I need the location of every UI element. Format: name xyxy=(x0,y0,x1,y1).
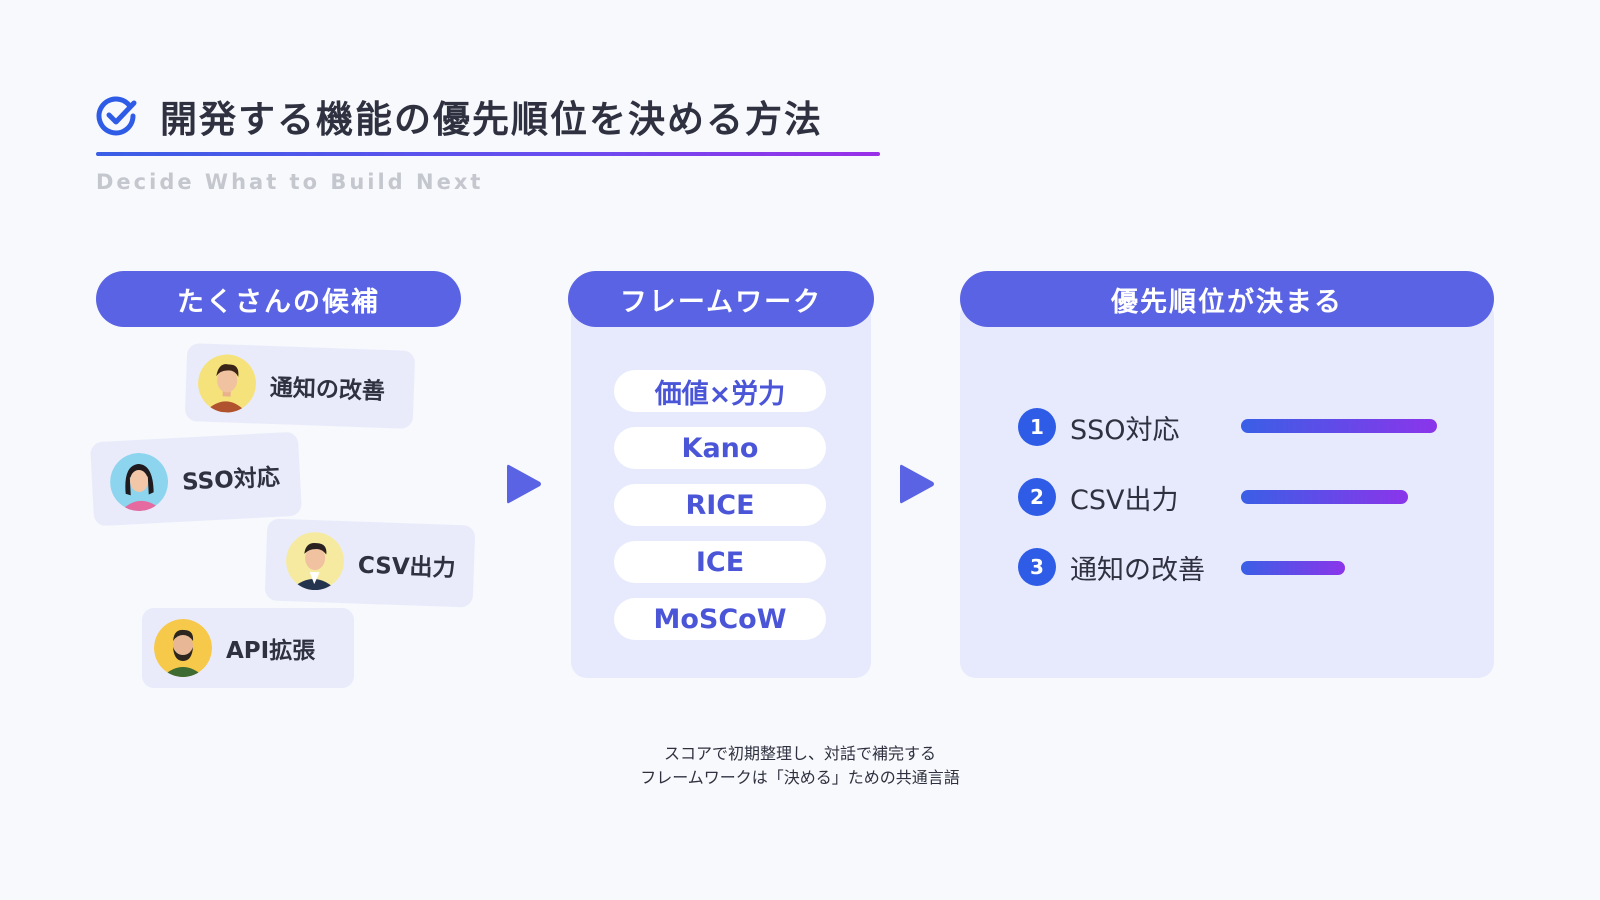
avatar xyxy=(285,531,345,591)
framework-chip: Kano xyxy=(614,427,826,469)
rank-label: SSO対応 xyxy=(1070,414,1180,446)
rank-label: 通知の改善 xyxy=(1070,554,1205,586)
rank-row: 1 SSO対応 xyxy=(1018,407,1180,447)
title-underline xyxy=(96,152,880,156)
rank-row: 3 通知の改善 xyxy=(1018,547,1205,587)
page-subtitle: Decide What to Build Next xyxy=(96,170,484,194)
candidate-label: CSV出力 xyxy=(357,552,456,582)
framework-chip: RICE xyxy=(614,484,826,526)
candidate-card: CSV出力 xyxy=(264,518,476,608)
candidate-label: API拡張 xyxy=(226,638,316,664)
framework-header: フレームワーク xyxy=(568,271,874,327)
candidate-card: 通知の改善 xyxy=(184,343,416,429)
candidate-label: SSO対応 xyxy=(181,464,281,496)
caption: スコアで初期整理し、対話で補完する フレームワークは「決める」ための共通言語 xyxy=(0,742,1600,790)
check-circle-icon xyxy=(96,96,137,136)
framework-chip: MoSCoW xyxy=(614,598,826,640)
rank-label: CSV出力 xyxy=(1070,484,1179,516)
result-header: 優先順位が決まる xyxy=(960,271,1494,327)
rank-number-badge: 3 xyxy=(1018,548,1056,586)
caption-line: スコアで初期整理し、対話で補完する xyxy=(663,744,936,763)
candidate-card: SSO対応 xyxy=(89,431,303,527)
framework-chip: 価値×労力 xyxy=(614,370,826,412)
title-block: 開発する機能の優先順位を決める方法 Decide What to Build N… xyxy=(96,88,880,194)
candidate-label: 通知の改善 xyxy=(269,374,386,405)
caption-line: フレームワークは「決める」ための共通言語 xyxy=(640,768,960,787)
framework-chip: ICE xyxy=(614,541,826,583)
flow-arrow-icon xyxy=(900,464,934,504)
title-row: 開発する機能の優先順位を決める方法 xyxy=(96,88,880,144)
candidates-header: たくさんの候補 xyxy=(96,271,461,327)
priority-bar xyxy=(1241,561,1345,575)
page-title: 開発する機能の優先順位を決める方法 xyxy=(160,98,823,141)
rank-row: 2 CSV出力 xyxy=(1018,477,1178,517)
candidate-card: API拡張 xyxy=(142,608,354,688)
rank-number-badge: 1 xyxy=(1018,408,1056,446)
avatar xyxy=(154,619,212,677)
avatar xyxy=(109,452,170,513)
flow-arrow-icon xyxy=(507,464,541,504)
priority-bar xyxy=(1241,490,1408,504)
priority-bar xyxy=(1241,419,1437,433)
avatar xyxy=(197,353,257,414)
rank-number-badge: 2 xyxy=(1018,478,1056,516)
